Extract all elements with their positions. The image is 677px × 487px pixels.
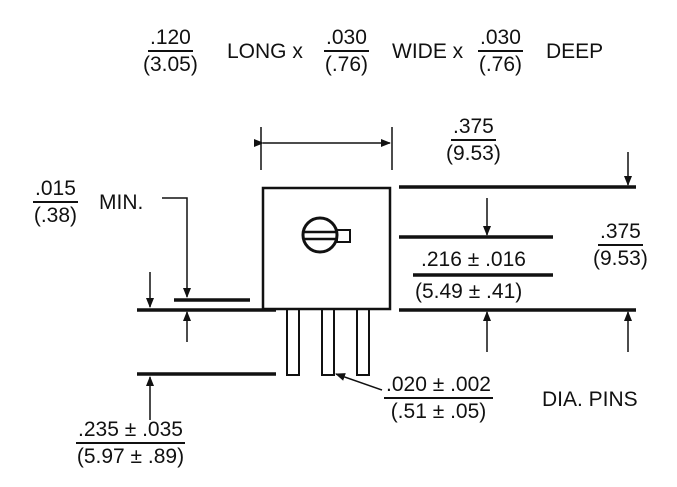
length-inches: .120 <box>147 27 193 52</box>
pin-width-mm: (.76) <box>324 53 369 76</box>
pin-diameter-leader <box>335 373 383 391</box>
pin-width-inches: .030 <box>324 27 369 52</box>
depth-pin-dimension: .030 (.76) <box>478 27 523 75</box>
adjust-inches: .216 ± .016 <box>421 248 526 271</box>
standoff-suffix: MIN. <box>99 191 144 214</box>
height-inches: .375 <box>597 221 643 246</box>
width-inches: .375 <box>450 116 496 141</box>
length-word: LONG x <box>227 40 303 63</box>
pin-length-dimension-label: .235 ± .035 (5.97 ± .89) <box>76 419 185 467</box>
pin-diameter-dimension-label: .020 ± .002 (.51 ± .05) <box>384 374 493 422</box>
pin-length-mm: (5.97 ± .89) <box>76 445 185 468</box>
standoff-dimension-label: .015 (.38) <box>33 178 78 226</box>
height-dimension-label: .375 (9.53) <box>593 221 648 269</box>
pin-length-inches: .235 ± .035 <box>76 419 185 444</box>
pins <box>286 308 370 376</box>
adjust-screw-icon <box>301 216 351 254</box>
pin-depth-inches: .030 <box>478 27 523 52</box>
pin-diameter-suffix: DIA. PINS <box>542 388 638 411</box>
adjust-mm: (5.49 ± .41) <box>415 280 523 303</box>
width-mm: (9.53) <box>446 142 501 165</box>
pin-diameter-mm: (.51 ± .05) <box>390 400 487 423</box>
standoff-mm: (.38) <box>33 204 78 227</box>
pin-diameter-inches: .020 ± .002 <box>384 374 493 399</box>
deep-word: DEEP <box>546 40 604 63</box>
length-mm: (3.05) <box>143 53 198 76</box>
width-dimension-label: .375 (9.53) <box>446 116 501 164</box>
standoff-inches: .015 <box>33 178 78 203</box>
width-dimension-line <box>254 127 393 170</box>
length-dimension: .120 (3.05) <box>143 27 198 75</box>
height-mm: (9.53) <box>593 247 648 270</box>
pin-depth-mm: (.76) <box>478 53 523 76</box>
component-body <box>261 186 392 311</box>
width-pin-dimension: .030 (.76) <box>324 27 369 75</box>
standoff-leader <box>146 197 191 420</box>
wide-word: WIDE x <box>392 40 464 63</box>
